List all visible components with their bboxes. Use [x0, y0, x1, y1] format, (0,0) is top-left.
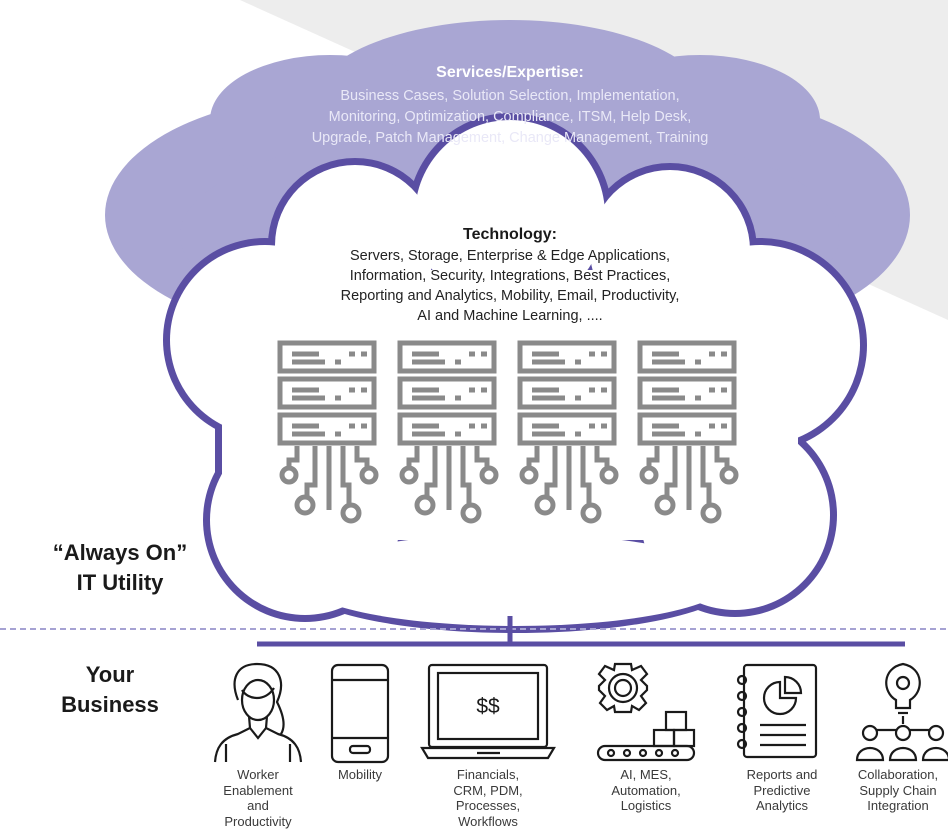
collaboration-caption: Collaboration, Supply Chain Integration: [857, 767, 939, 813]
technology-line-1: Servers, Storage, Enterprise & Edge Appl…: [350, 248, 670, 264]
collaboration-icon: [855, 662, 948, 762]
report-icon: [736, 663, 818, 759]
your-label: Your: [85, 662, 135, 687]
technology-title: Technology:: [463, 226, 557, 243]
services-line-1: Business Cases, Solution Selection, Impl…: [340, 88, 680, 104]
mobility-icon: [330, 663, 390, 764]
automation-caption: AI, MES, Automation, Logistics: [611, 767, 681, 813]
business-label: Business: [61, 692, 159, 717]
technology-line-3: Reporting and Analytics, Mobility, Email…: [340, 288, 680, 304]
services-line-2: Monitoring, Optimization, Compliance, IT…: [328, 109, 692, 125]
laptop-screen-text: $$: [476, 695, 500, 718]
technology-line-4: AI and Machine Learning, ....: [417, 308, 603, 324]
mobility-caption: Mobility: [337, 767, 383, 782]
report-caption: Reports and Predictive Analytics: [746, 767, 818, 813]
worker-caption: Worker Enablement and Productivity: [223, 767, 293, 829]
automation-icon: [596, 662, 696, 762]
technology-line-2: Information, Security, Integrations, Bes…: [349, 268, 671, 284]
always-on-label: “Always On”: [52, 540, 188, 565]
it-utility-label: IT Utility: [76, 570, 164, 595]
worker-icon: [213, 662, 303, 763]
laptop-caption: Financials, CRM, PDM, Processes, Workflo…: [453, 767, 523, 829]
services-title: Services/Expertise:: [436, 64, 584, 81]
technology-cloud: [170, 120, 860, 626]
services-line-3: Upgrade, Patch Management, Change Manage…: [311, 130, 709, 146]
laptop-icon: [420, 663, 556, 760]
